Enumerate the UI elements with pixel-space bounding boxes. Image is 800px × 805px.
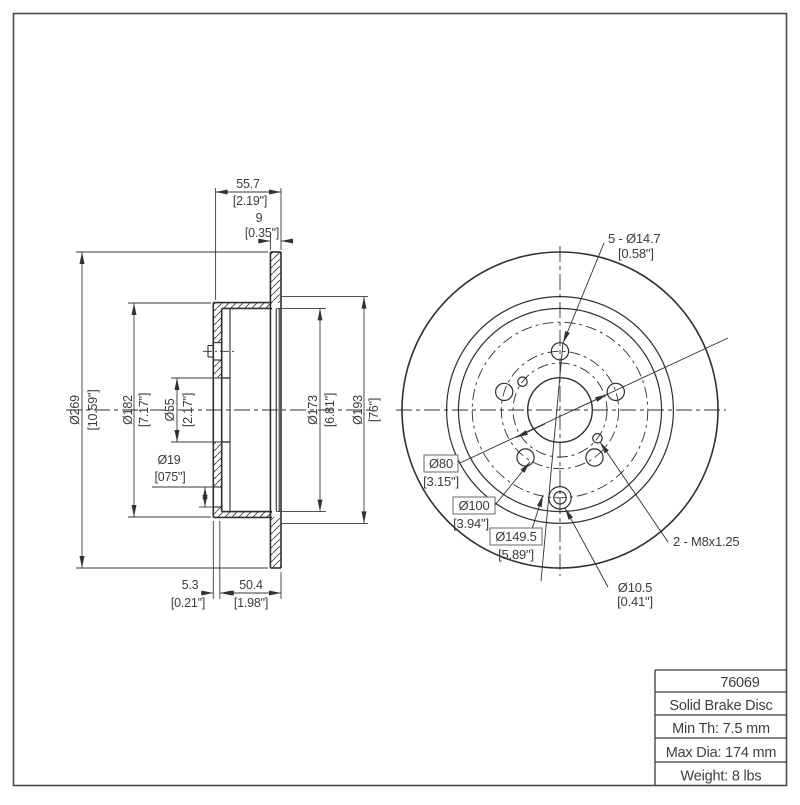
dim-inner1-in: [6.81"] (323, 393, 337, 427)
title-part-number: 76069 (720, 675, 759, 691)
dim-inner1-mm: Ø173 (306, 395, 320, 425)
front-view-labels: 5 - Ø14.7 [0.58"] Ø80 [3.15"] Ø100 [3.94… (423, 231, 740, 609)
dim-depth-mm: 50.4 (239, 578, 263, 592)
dim-outer-dia-mm: Ø269 (68, 395, 82, 425)
label-screw-hole-in: [0.41"] (617, 594, 653, 609)
section-dimensions (76, 188, 368, 599)
dim-offset-in: [0.21"] (171, 596, 205, 610)
dim-inner2-mm: Ø193 (351, 395, 365, 425)
label-circle80-mm: Ø80 (429, 456, 453, 471)
page-border (12, 12, 788, 787)
dim-bore-dia-in: [2.17"] (181, 393, 195, 427)
label-bolt-holes-mm: 5 - Ø14.7 (608, 231, 660, 246)
front-centerlines (396, 246, 726, 576)
dim-bore-dia-mm: Ø55 (163, 398, 177, 421)
dim-inner2-in: [76"] (367, 398, 381, 422)
title-weight: Weight: 8 lbs (681, 769, 762, 785)
dim-width-mm: 55.7 (236, 177, 260, 191)
dim-thickness-mm: 9 (256, 211, 263, 225)
label-thread-holes: 2 - M8x1.25 (673, 534, 739, 549)
thread-holes (517, 376, 603, 444)
dim-width-in: [2.19"] (233, 194, 267, 208)
section-dim-labels: 55.7 [2.19"] 9 [0.35"] Ø269 [10.59"] Ø18… (68, 177, 381, 610)
dim-stud-hole-in: [075"] (154, 470, 185, 484)
dim-hat-dia-mm: Ø182 (121, 395, 135, 425)
title-block: 76069 Solid Brake Disc Min Th: 7.5 mm Ma… (654, 669, 787, 786)
dim-stud-hole-mm: Ø19 (157, 453, 180, 467)
label-circle100-in: [3.94"] (453, 516, 489, 531)
dim-outer-dia-in: [10.59"] (86, 389, 100, 430)
label-circle80-in: [3.15"] (423, 474, 459, 489)
section-hatch (213, 252, 281, 568)
label-circle149-mm: Ø149.5 (495, 529, 536, 544)
label-screw-hole-mm: Ø10.5 (618, 580, 652, 595)
label-boxes (423, 454, 543, 546)
label-circle149-in: [5.89"] (498, 547, 534, 562)
dim-hat-dia-in: [7.17"] (137, 393, 151, 427)
front-view (396, 242, 729, 588)
leader-lines (459, 242, 729, 588)
title-min-thickness: Min Th: 7.5 mm (672, 721, 770, 737)
title-product-name: Solid Brake Disc (669, 698, 772, 714)
label-circle100-mm: Ø100 (458, 498, 489, 513)
label-bolt-holes-in: [0.58"] (618, 246, 654, 261)
title-max-diameter: Max Dia: 174 mm (666, 745, 777, 761)
dim-offset-mm: 5.3 (182, 578, 199, 592)
dim-depth-in: [1.98"] (234, 596, 268, 610)
section-view (66, 251, 370, 569)
dim-thickness-in: [0.35"] (245, 226, 279, 240)
